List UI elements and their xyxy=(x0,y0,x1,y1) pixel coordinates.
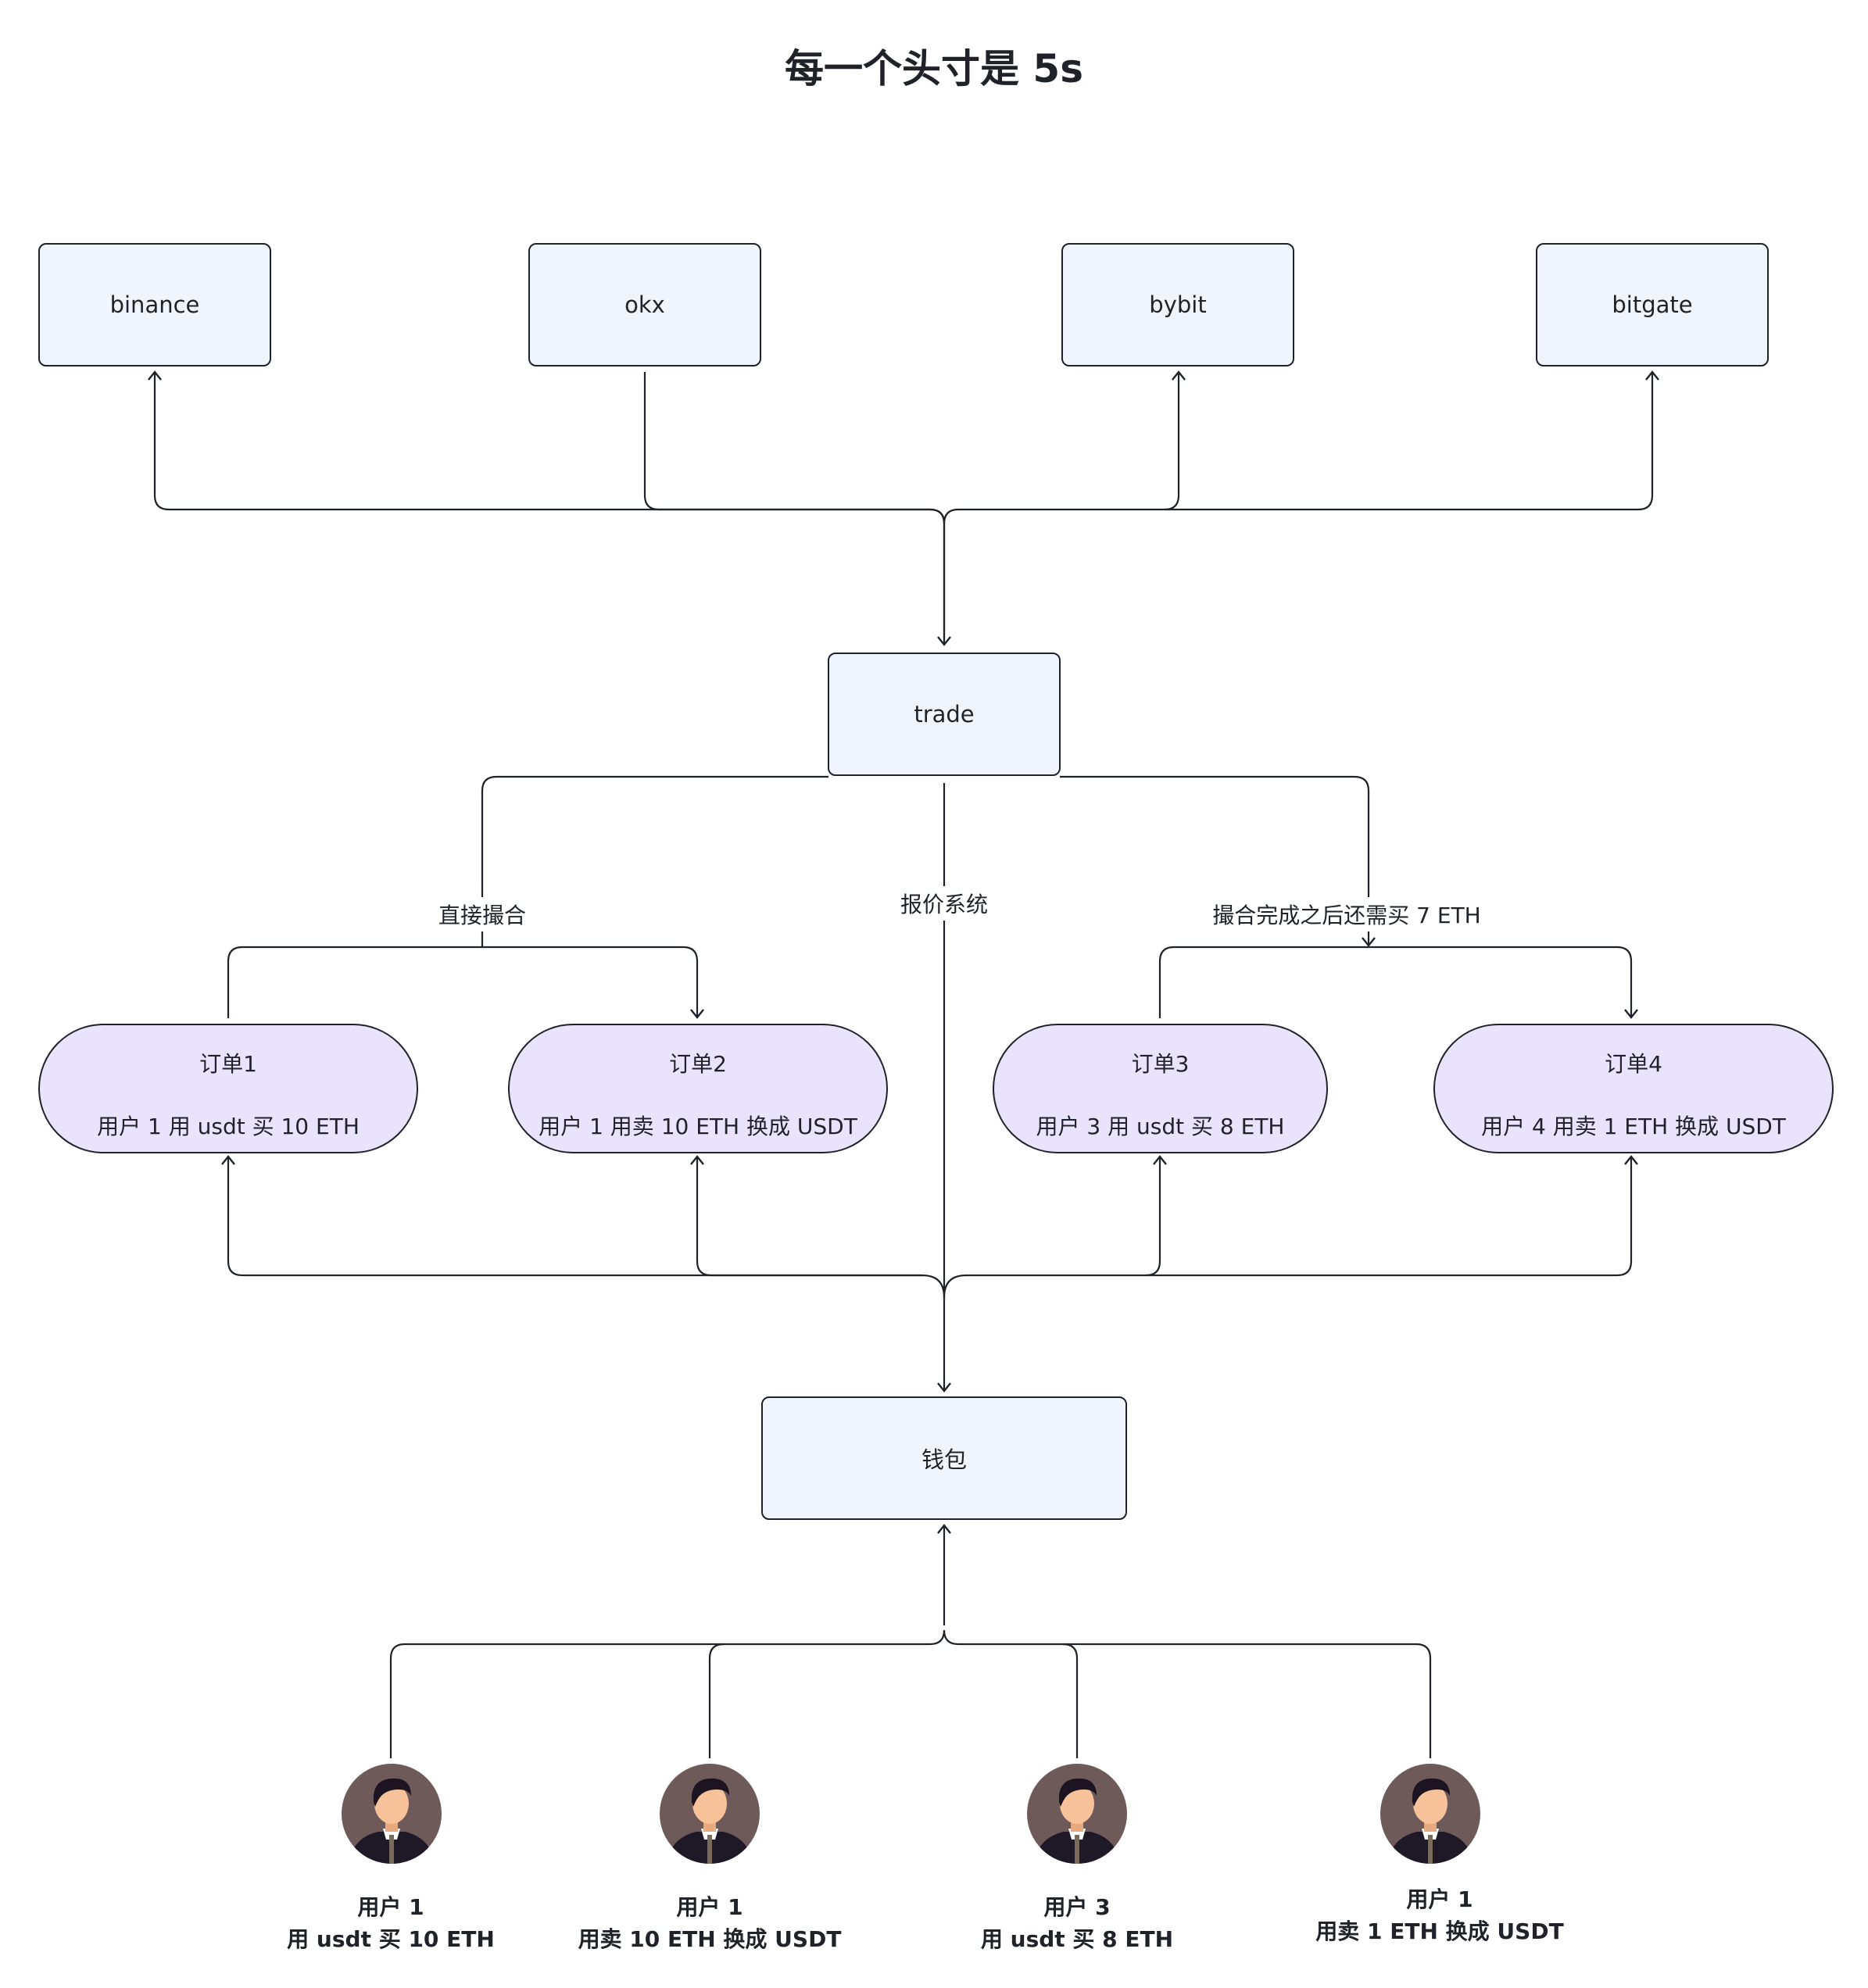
edge-trade-bybit xyxy=(943,370,1186,524)
avatar-user-1 xyxy=(342,1764,442,1864)
node-bybit[interactable]: bybit xyxy=(1061,243,1294,366)
user-2-desc: 用卖 10 ETH 换成 USDT xyxy=(578,1926,842,1952)
edge-user1-wallet xyxy=(389,1629,946,1758)
edge-trade-after-match xyxy=(1060,775,1376,947)
avatar-user-4 xyxy=(1380,1764,1480,1864)
user-2-name: 用户 1 xyxy=(676,1894,743,1920)
user-1-desc: 用 usdt 买 10 ETH xyxy=(287,1926,495,1952)
user-4-label: 用户 1 用卖 1 ETH 换成 USDT xyxy=(1276,1883,1604,1947)
avatar-user-2 xyxy=(660,1764,760,1864)
order-3-title: 订单3 xyxy=(1131,1051,1190,1077)
node-bitgate[interactable]: bitgate xyxy=(1536,243,1769,366)
edge-wallet-order3 xyxy=(943,1155,1167,1298)
order-3-desc: 用户 3 用 usdt 买 8 ETH xyxy=(1036,1114,1285,1139)
node-trade[interactable]: trade xyxy=(828,653,1061,776)
user-4-desc: 用卖 1 ETH 换成 USDT xyxy=(1315,1918,1564,1944)
page-title: 每一个头寸是 5s xyxy=(785,46,1083,91)
edge-wallet-order1 xyxy=(221,1155,946,1298)
user-2-label: 用户 1 用卖 10 ETH 换成 USDT xyxy=(546,1891,874,1955)
edge-trade-binance xyxy=(148,370,946,645)
edge-trade-bitgate xyxy=(1165,370,1659,511)
label-quote-system: 报价系统 xyxy=(896,886,992,921)
label-direct-match: 直接撮合 xyxy=(435,897,530,931)
order-2[interactable]: 订单2 用户 1 用卖 10 ETH 换成 USDT xyxy=(508,1024,888,1153)
label-after-match: 撮合完成之后还需买 7 ETH xyxy=(1209,897,1484,931)
user-1-name: 用户 1 xyxy=(357,1894,424,1920)
order-3[interactable]: 订单3 用户 3 用 usdt 买 8 ETH xyxy=(993,1024,1328,1153)
order-1-title: 订单1 xyxy=(199,1051,257,1077)
edge-user3-wallet xyxy=(943,1629,1079,1758)
edge-user4-wallet xyxy=(1063,1643,1432,1758)
order-2-title: 订单2 xyxy=(669,1051,727,1077)
edge-wallet-order4 xyxy=(1146,1155,1638,1277)
avatar-user-3 xyxy=(1027,1764,1127,1864)
order-4-title: 订单4 xyxy=(1605,1051,1662,1077)
user-3-desc: 用 usdt 买 8 ETH xyxy=(980,1926,1174,1952)
edge-trade-direct-match xyxy=(481,775,828,947)
user-4-name: 用户 1 xyxy=(1406,1886,1473,1912)
order-4[interactable]: 订单4 用户 4 用卖 1 ETH 换成 USDT xyxy=(1433,1024,1834,1153)
order-1[interactable]: 订单1 用户 1 用 usdt 买 10 ETH xyxy=(38,1024,418,1153)
edge-order1-order2 xyxy=(227,946,704,1019)
user-1-label: 用户 1 用 usdt 买 10 ETH xyxy=(227,1891,555,1955)
order-1-desc: 用户 1 用 usdt 买 10 ETH xyxy=(97,1114,360,1139)
order-2-desc: 用户 1 用卖 10 ETH 换成 USDT xyxy=(539,1114,857,1139)
node-binance[interactable]: binance xyxy=(38,243,271,366)
user-3-label: 用户 3 用 usdt 买 8 ETH xyxy=(913,1891,1241,1955)
order-4-desc: 用户 4 用卖 1 ETH 换成 USDT xyxy=(1481,1114,1786,1139)
node-okx[interactable]: okx xyxy=(528,243,761,366)
edge-okx-trade xyxy=(643,372,951,646)
edge-user2-wallet xyxy=(708,1643,725,1758)
node-wallet[interactable]: 钱包 xyxy=(761,1396,1127,1520)
edge-wallet-order2 xyxy=(690,1155,922,1277)
edge-order3-order4 xyxy=(1158,946,1638,1019)
user-3-name: 用户 3 xyxy=(1043,1894,1111,1920)
